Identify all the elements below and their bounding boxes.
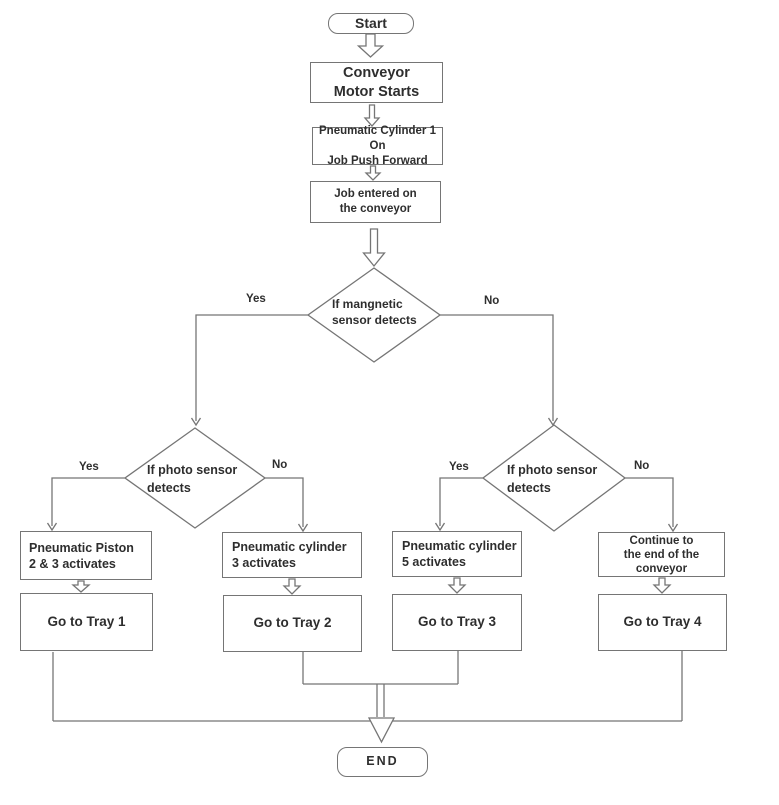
block-arrow-cylinder1-to-job — [364, 165, 382, 181]
go-to-tray-3-node: Go to Tray 3 — [392, 594, 522, 651]
go-to-tray-2-node: Go to Tray 2 — [223, 595, 362, 652]
block-arrow-conveyor-to-cylinder1 — [363, 104, 381, 127]
edge-label-magnetic-no: No — [484, 295, 500, 307]
pneumatic-cylinder-5-node: Pneumatic cylinder 5 activates — [392, 531, 522, 577]
magnetic-sensor-decision-label: If mangnetic sensor detects — [332, 297, 417, 327]
connector-magnetic-no — [440, 314, 554, 421]
connector-magnetic-yes — [195, 314, 308, 421]
connector-photo-left-no — [265, 477, 304, 527]
edge-label-magnetic-yes: Yes — [246, 293, 266, 305]
arrowhead-into-cylinder3 — [297, 523, 309, 533]
pneumatic-cylinder-1-node: Pneumatic Cylinder 1 On Job Push Forward — [312, 125, 443, 167]
block-arrow-continue-to-tray4 — [652, 577, 672, 594]
block-arrow-piston23-to-tray1 — [71, 580, 91, 593]
continue-to-end-node: Continue to the end of the conveyor — [598, 532, 725, 577]
edge-label-photo-left-yes: Yes — [79, 461, 99, 473]
start-node: Start — [328, 13, 414, 34]
conveyor-motor-node: Conveyor Motor Starts — [310, 62, 443, 103]
arrowhead-into-cylinder5 — [434, 522, 446, 532]
photo-sensor-decision-right-label: If photo sensor detects — [507, 463, 598, 495]
connector-photo-right-no — [625, 477, 674, 527]
diamond-photo-sensor-right — [481, 424, 627, 532]
block-arrow-cylinder5-to-tray3 — [447, 577, 467, 594]
job-entered-node: Job entered on the conveyor — [310, 181, 441, 223]
arrowhead-into-piston23 — [46, 522, 58, 532]
arrowhead-into-continue — [667, 523, 679, 533]
diamond-magnetic-sensor — [306, 267, 442, 363]
arrowhead-into-left-diamond — [190, 417, 202, 427]
pneumatic-cylinder-3-node: Pneumatic cylinder 3 activates — [222, 532, 362, 578]
block-arrow-start-to-conveyor — [356, 33, 385, 58]
connector-photo-right-yes — [439, 477, 483, 526]
block-arrowhead-into-end — [367, 717, 396, 744]
photo-sensor-decision-left-label: If photo sensor detects — [147, 463, 238, 495]
go-to-tray-4-node: Go to Tray 4 — [598, 594, 727, 651]
block-arrow-job-to-magnetic — [362, 228, 386, 268]
edge-label-photo-right-yes: Yes — [449, 461, 469, 473]
block-arrow-cylinder3-to-tray2 — [282, 578, 302, 595]
connector-photo-left-yes — [51, 477, 125, 526]
edge-label-photo-right-no: No — [634, 460, 650, 472]
pneumatic-piston-2-3-node: Pneumatic Piston 2 & 3 activates — [20, 531, 152, 580]
edge-label-photo-left-no: No — [272, 459, 288, 471]
go-to-tray-1-node: Go to Tray 1 — [20, 593, 153, 651]
end-node: END — [337, 747, 428, 777]
diamond-photo-sensor-left — [123, 427, 267, 529]
